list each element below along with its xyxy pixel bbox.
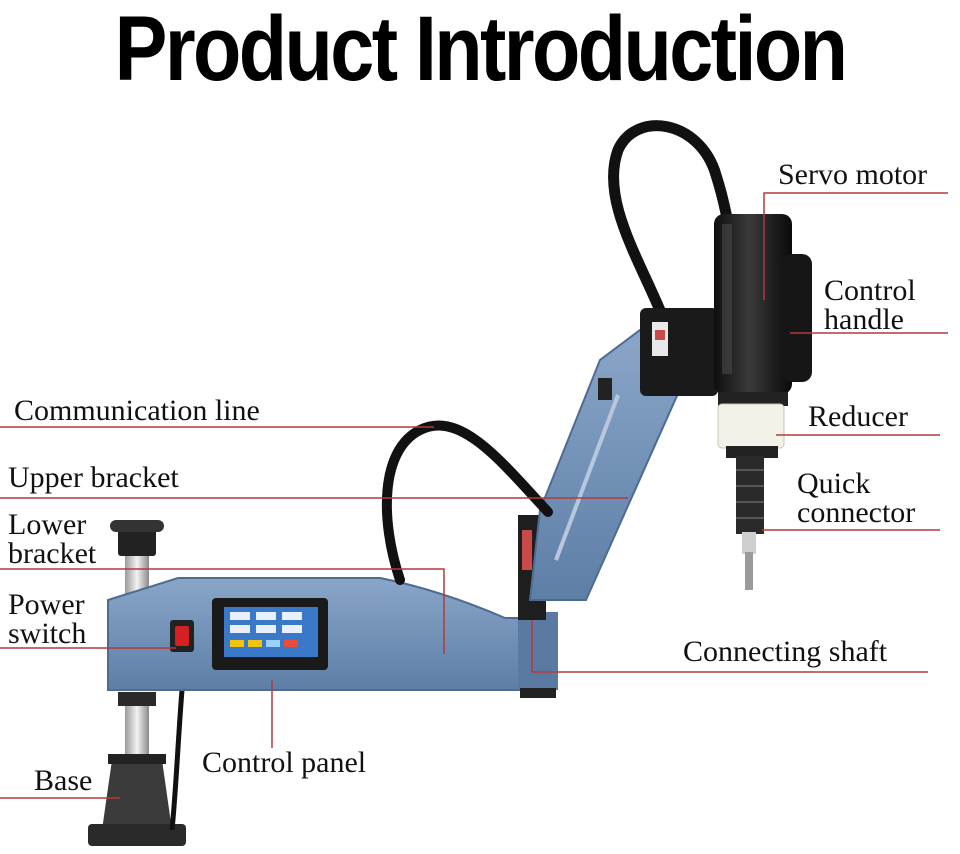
control-panel-screen [212,598,328,670]
label-power-switch-line2: switch [8,617,87,650]
base-foot [88,754,186,846]
label-upper-bracket: Upper bracket [8,461,179,494]
servo-motor-graphic [714,214,812,394]
upper-joint [640,308,718,396]
label-quick-connector: Quick connector [797,467,916,529]
label-power-switch-line1: Power [8,588,85,621]
leader-connecting-shaft [531,620,928,673]
page-title: Product Introduction [114,0,848,100]
label-lower-bracket-line1: Lower [8,508,87,541]
label-lower-bracket-line2: bracket [8,537,97,570]
label-lower-bracket: Lower bracket [8,508,97,570]
label-servo-motor: Servo motor [778,158,928,191]
leader-lower-bracket [0,568,445,654]
quick-connector-graphic [736,456,764,590]
power-cable [169,689,185,831]
label-communication-line: Communication line [14,394,260,427]
label-quick-connector-line1: Quick [797,467,871,500]
leader-servo-motor [763,192,948,300]
motor-cable [608,120,738,326]
label-connecting-shaft: Connecting shaft [683,635,888,668]
reducer-graphic [717,392,788,458]
label-reducer: Reducer [808,400,908,433]
label-control-panel: Control panel [202,746,367,779]
power-switch-graphic [170,620,194,652]
label-power-switch: Power switch [8,588,87,650]
label-control-handle-line1: Control [824,274,916,307]
label-base: Base [34,764,93,797]
label-control-handle-line2: handle [824,303,904,336]
label-quick-connector-line2: connector [797,496,916,529]
label-control-handle: Control handle [824,274,916,336]
communication-cable [381,420,553,585]
